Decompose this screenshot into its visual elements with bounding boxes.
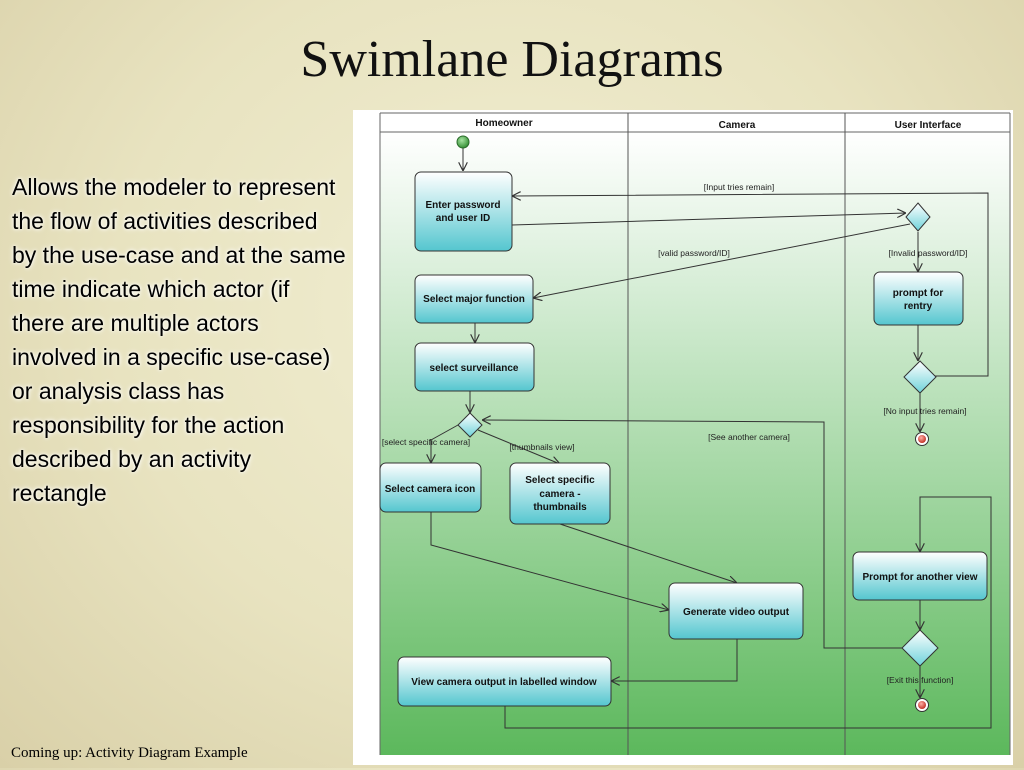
edge-generate-view [611,639,738,681]
decision-node-retry [903,360,937,394]
activity-view-camera-output: View camera output in labelled window [397,656,612,707]
edge-decision4-decision3 [482,420,904,649]
decision-node-another-view [901,629,939,667]
activity-prompt-reentry: prompt for rentry [873,271,964,326]
activity-select-specific-line3: thumbnails [533,502,587,513]
activity-generate-video-output-label: Generate video output [683,607,790,618]
activity-enter-password-line1: Enter password [425,200,500,211]
edge-decision1-major [533,223,911,298]
activity-select-specific-camera: Select specific camera - thumbnails [509,462,611,525]
activity-select-specific-line2: camera - [539,489,580,500]
activity-prompt-reentry-line2: rentry [904,301,933,312]
guard-invalid-password: [Invalid password/ID] [889,248,968,258]
activity-enter-password-line2: and user ID [436,213,490,224]
activity-enter-password: Enter password and user ID [414,171,513,252]
activity-select-surveillance: select surveillance [414,342,535,392]
activity-select-surveillance-label: select surveillance [430,363,519,374]
lane-camera: Camera [719,120,756,131]
edge-decision3-thumbs [477,429,560,464]
edge-icon-generate [430,512,669,610]
activity-select-specific-line1: Select specific [525,475,595,486]
final-node-2 [915,698,929,712]
guard-no-input-tries: [No input tries remain] [883,406,966,416]
swimlane-diagram-svg: Homeowner Camera User Interface [379,112,1011,755]
guard-see-another-camera: [See another camera] [708,432,790,442]
guard-valid-password: [valid password/ID] [658,248,730,258]
edge-thumbs-generate [559,523,737,583]
edge-decision3-icon [431,424,459,463]
edge-enter-decision1 [511,213,906,226]
guard-select-specific-camera: [select specific camera] [382,437,470,447]
activity-prompt-another-view-label: Prompt for another view [862,572,977,583]
activity-generate-video-output: Generate video output [668,582,804,640]
activity-select-camera-icon: Select camera icon [379,462,482,513]
activity-prompt-another-view: Prompt for another view [852,551,988,601]
guard-input-tries-remain: [Input tries remain] [704,182,774,192]
activity-view-camera-output-label: View camera output in labelled window [411,677,597,688]
guard-exit-function: [Exit this function] [887,675,954,685]
activity-prompt-reentry-line1: prompt for [893,288,944,299]
slide-body-text: Allows the modeler to represent the flow… [12,174,346,506]
lane-homeowner: Homeowner [475,118,532,129]
slide-footer: Coming up: Activity Diagram Example [11,745,248,761]
decision-node-view-mode [457,412,483,438]
edge-view-promptanother [504,496,992,729]
swimlane-diagram: Homeowner Camera User Interface [353,110,1013,765]
final-node-1 [915,432,929,446]
edge-decision2-enter [512,193,989,377]
flow-edges [430,148,992,729]
decision-node-login [905,202,931,232]
lane-header-row [380,113,1010,132]
lane-user-interface: User Interface [895,120,962,131]
activity-select-camera-icon-label: Select camera icon [385,484,476,495]
slide-title: Swimlane Diagrams [300,31,724,88]
activity-select-major-function-label: Select major function [423,294,525,305]
guard-thumbnails-view: [thumbnails view] [509,442,574,452]
initial-node [456,135,470,149]
activity-select-major-function: Select major function [414,274,534,324]
